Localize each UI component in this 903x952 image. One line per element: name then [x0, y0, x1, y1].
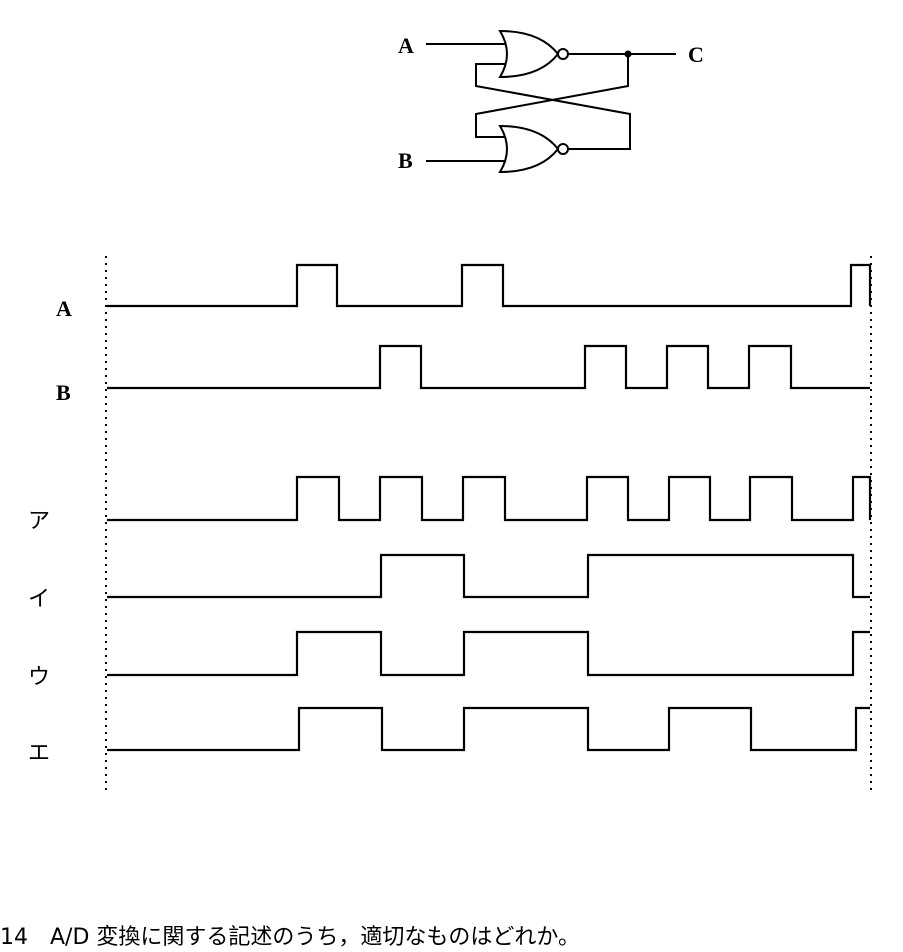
signal-label-e-option: エ — [28, 741, 50, 766]
lower-nor-bubble — [557, 143, 569, 155]
feedback-wire-lower-out — [475, 63, 631, 150]
feedback-wire-upper-out — [475, 54, 629, 138]
waveform-b — [107, 344, 870, 390]
upper-nor-bubble — [557, 48, 569, 60]
nor-latch-circuit: A B C — [398, 29, 704, 174]
signal-label-i-option: イ — [28, 587, 50, 612]
signal-label-u-option: ウ — [28, 665, 50, 690]
timing-chart: A B ア イ ウ エ — [28, 256, 872, 790]
signal-label-a: A — [56, 296, 72, 321]
waveform-a — [107, 263, 872, 308]
output-c-label: C — [688, 42, 704, 67]
waveform-option-a — [107, 475, 872, 522]
signal-label-a-option: ア — [28, 509, 50, 534]
waveform-option-e — [107, 706, 870, 752]
lower-nor-gate — [498, 124, 560, 174]
input-a-label: A — [398, 33, 414, 58]
waveform-option-i — [107, 553, 870, 599]
waveform-option-u — [107, 630, 870, 677]
input-b-label: B — [398, 148, 413, 173]
upper-nor-gate — [498, 29, 560, 79]
next-question-caption: 14 A/D 変換に関する記述のうち，適切なものはどれか。 — [0, 925, 580, 950]
signal-label-b: B — [56, 380, 71, 405]
